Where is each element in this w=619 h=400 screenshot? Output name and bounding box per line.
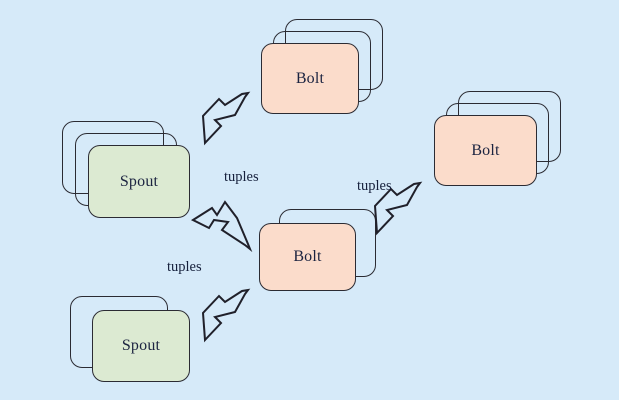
spout-top-label: Spout [119, 172, 159, 190]
bolt-right-label: Bolt [471, 141, 500, 159]
arrow-spout-bottom-to-bolt-middle [201, 288, 251, 343]
node-bolt-top[interactable]: Bolt [261, 19, 389, 117]
bolt-middle-label: Bolt [293, 248, 322, 265]
node-spout-bottom[interactable]: Spout [70, 296, 194, 386]
bolt-middle-card-front[interactable]: Bolt [259, 223, 356, 291]
spout-bottom-label: Spout [121, 337, 161, 354]
spout-top-card-front[interactable]: Spout [88, 145, 190, 218]
node-bolt-right[interactable]: Bolt [434, 91, 566, 189]
bolt-top-label: Bolt [295, 69, 325, 87]
bolt-top-card-front[interactable]: Bolt [261, 43, 359, 114]
arrow-bolt-middle-to-bolt-right [373, 181, 423, 236]
edge-label-tuples-right: tuples [357, 178, 392, 194]
arrow-spout-top-to-bolt-middle [190, 200, 253, 253]
edge-label-tuples-center: tuples [224, 169, 259, 185]
arrow-spout-top-to-bolt-top [201, 91, 251, 146]
node-spout-top[interactable]: Spout [62, 121, 192, 221]
edge-label-tuples-lower-left: tuples [167, 259, 202, 275]
spout-bottom-card-front[interactable]: Spout [92, 310, 190, 382]
node-bolt-middle[interactable]: Bolt [259, 209, 381, 295]
bolt-right-card-front[interactable]: Bolt [434, 115, 537, 186]
